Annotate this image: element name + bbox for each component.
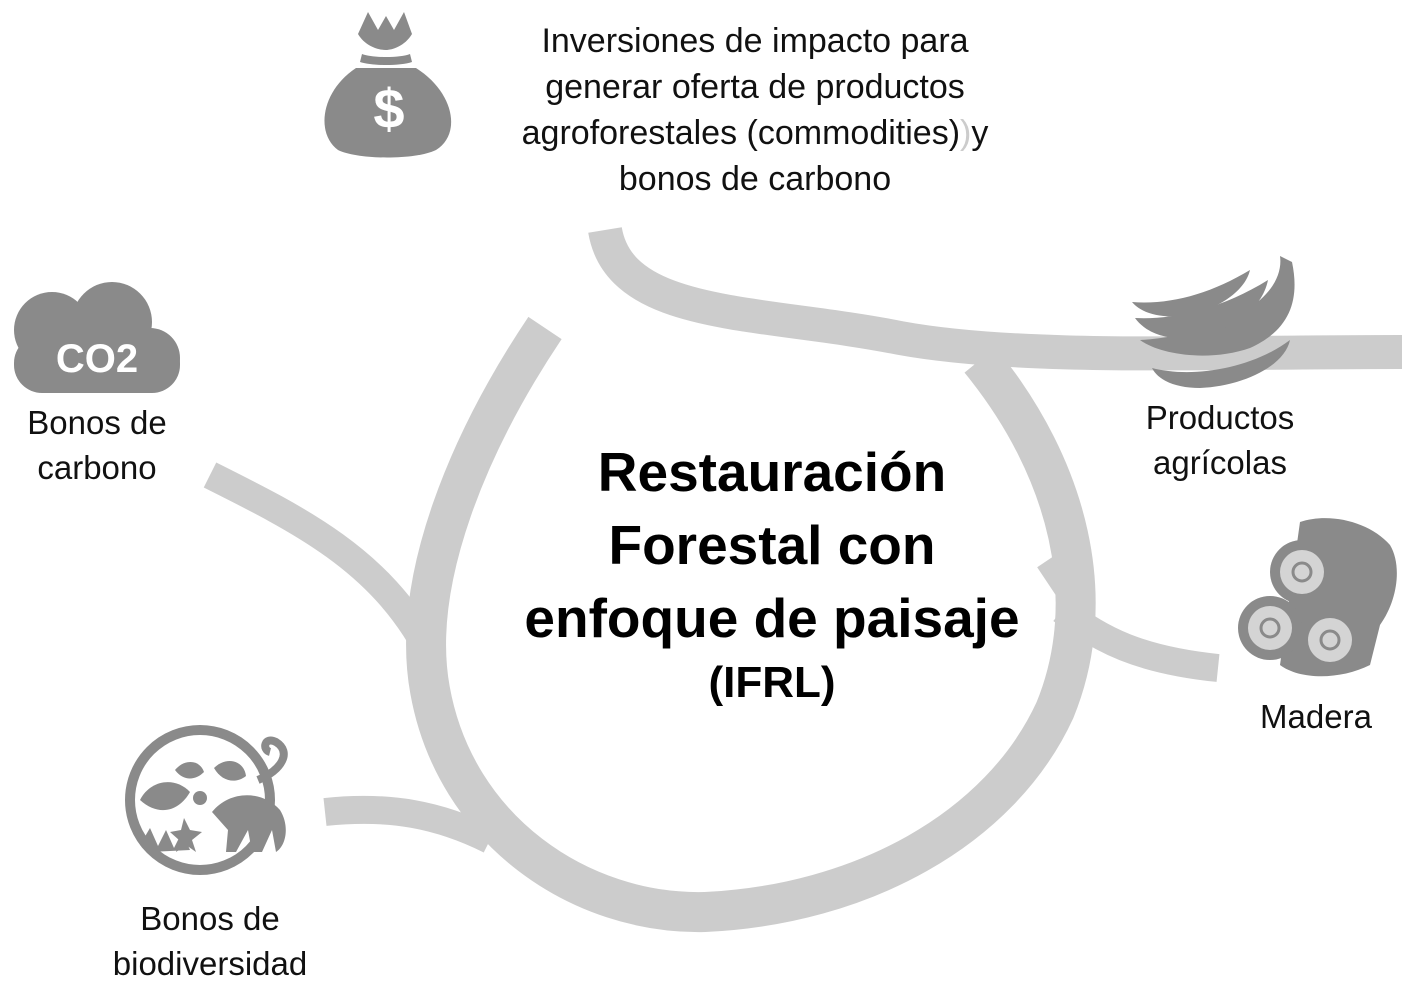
biodiversity-label-line-2: biodiversidad	[112, 945, 308, 982]
agri-label-line-2: agrícolas	[1153, 444, 1287, 481]
investment-label-line-2: generar oferta de productos	[545, 68, 965, 106]
center-title-line-2: Forestal con	[608, 514, 936, 576]
banana-icon	[1132, 256, 1295, 388]
center-title-line-1: Restauración	[597, 441, 947, 503]
co2-cloud-icon: CO2	[14, 282, 180, 393]
center-title-line-3: enfoque de paisaje	[524, 587, 1020, 649]
agricultural-products-label: Productos agrícolas	[1110, 395, 1330, 485]
investment-label-line-4: bonos de carbono	[618, 160, 892, 198]
biodiversity-credits-label: Bonos de biodiversidad	[60, 896, 360, 986]
biodiversity-branch-arrow	[323, 795, 497, 853]
biodiversity-icon	[125, 725, 288, 875]
svg-text:$: $	[373, 77, 404, 140]
wood-label-text: Madera	[1260, 698, 1372, 735]
co2-icon-text: CO2	[56, 337, 138, 381]
carbon-credits-label: Bonos de carbono	[0, 400, 194, 490]
wood-branch-arrow	[1053, 598, 1220, 682]
wood-arrow-head	[1037, 552, 1083, 604]
center-title: Restauración Forestal con enfoque de pai…	[462, 436, 1082, 711]
carbon-label-line-2: carbono	[37, 449, 157, 486]
investment-label-line-1: Inversiones de impacto para	[541, 22, 969, 60]
wood-label: Madera	[1230, 694, 1402, 739]
carbon-branch-arrow	[203, 462, 441, 657]
investment-label-line-3: agroforestales (commodities))y	[521, 114, 989, 152]
investment-label-line-3-main: agroforestales (commodities)	[521, 114, 961, 152]
investment-label-line-3-tail: y	[971, 114, 989, 152]
agri-label-line-1: Productos	[1145, 399, 1295, 436]
carbon-label-line-1: Bonos de	[27, 404, 167, 441]
money-bag-icon: $	[324, 12, 452, 158]
wood-logs-icon	[1238, 518, 1397, 677]
investment-label: Inversiones de impacto para generar ofer…	[470, 18, 1040, 202]
center-title-abbr: (IFRL)	[708, 658, 836, 707]
biodiversity-label-line-1: Bonos de	[140, 900, 280, 937]
